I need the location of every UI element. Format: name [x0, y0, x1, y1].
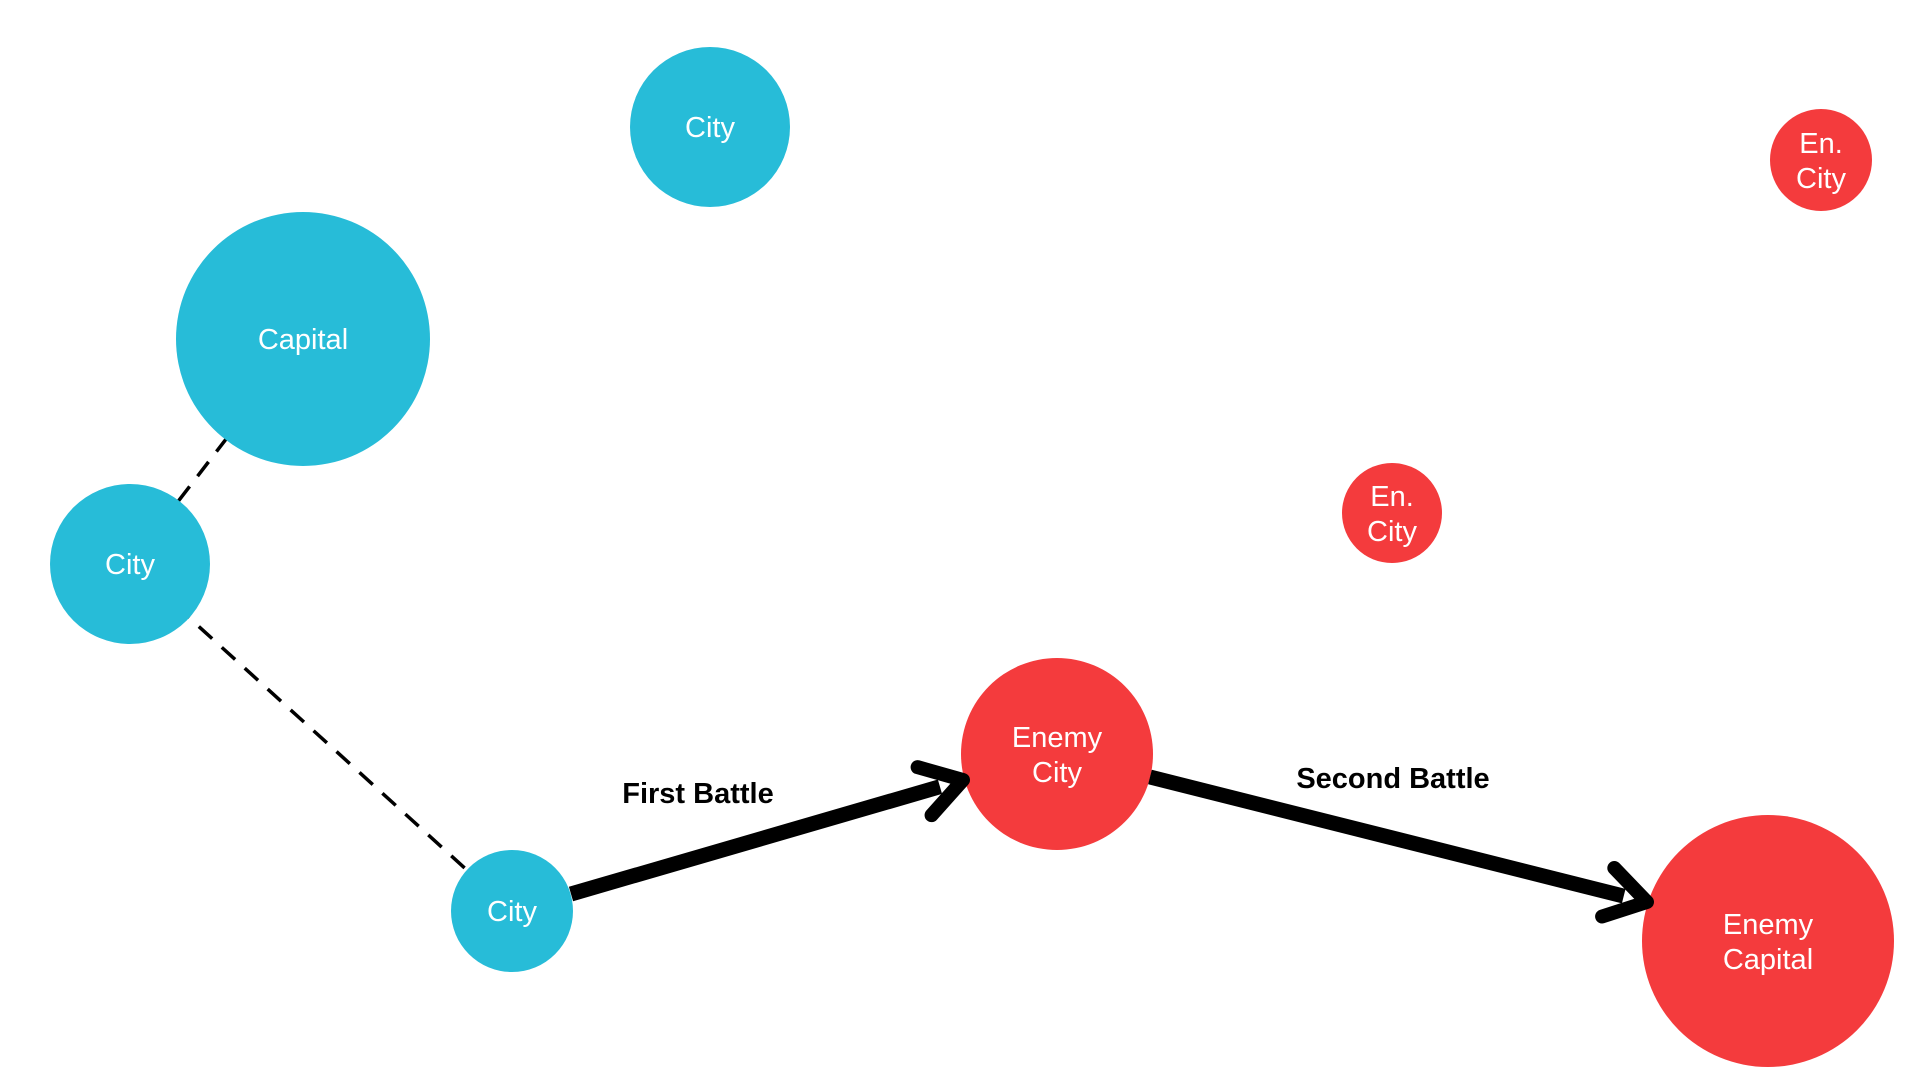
node-label-city-left: City	[105, 549, 155, 581]
first-battle-arrow-shaft	[568, 779, 943, 902]
first-battle-arrowhead-icon	[910, 760, 970, 823]
nodes-layer	[50, 47, 1894, 1067]
node-enemy-city	[961, 658, 1153, 850]
node-label-city-bottom: City	[487, 896, 537, 928]
node-label-enemy-city-far: En.City	[1796, 128, 1846, 195]
first-battle-label: First Battle	[622, 778, 773, 810]
node-enemy-city-far	[1770, 109, 1872, 211]
node-label-line: City	[685, 112, 735, 144]
node-label-line: City	[487, 896, 537, 928]
node-label-enemy-city-small: En.City	[1367, 481, 1417, 548]
second-battle-arrow-shaft	[1148, 769, 1626, 904]
node-label-line: City	[1032, 757, 1082, 789]
node-city-left	[50, 484, 210, 644]
node-city-bottom	[451, 850, 573, 972]
node-label-line: En.	[1370, 481, 1414, 513]
node-label-line: Enemy	[1723, 909, 1814, 941]
first-battle-arrow	[568, 760, 970, 902]
dashed-link-city-left-city-bottom	[128, 562, 514, 913]
second-battle-arrow	[1148, 769, 1654, 924]
node-label-line: En.	[1799, 128, 1843, 160]
node-label-line: Capital	[1723, 944, 1813, 976]
node-label-line: City	[1796, 163, 1846, 195]
node-label-line: City	[1367, 516, 1417, 548]
node-label-line: Capital	[258, 324, 348, 356]
second-battle-label: Second Battle	[1296, 763, 1489, 795]
node-label-capital: Capital	[258, 324, 348, 356]
node-label-line: Enemy	[1012, 722, 1103, 754]
node-capital	[176, 212, 430, 466]
node-city-top	[630, 47, 790, 207]
node-label-line: City	[105, 549, 155, 581]
node-enemy-capital	[1642, 815, 1894, 1067]
arrows-layer	[568, 760, 1654, 924]
node-label-city-top: City	[685, 112, 735, 144]
node-enemy-city-small	[1342, 463, 1442, 563]
second-battle-arrowhead-icon	[1595, 860, 1654, 924]
